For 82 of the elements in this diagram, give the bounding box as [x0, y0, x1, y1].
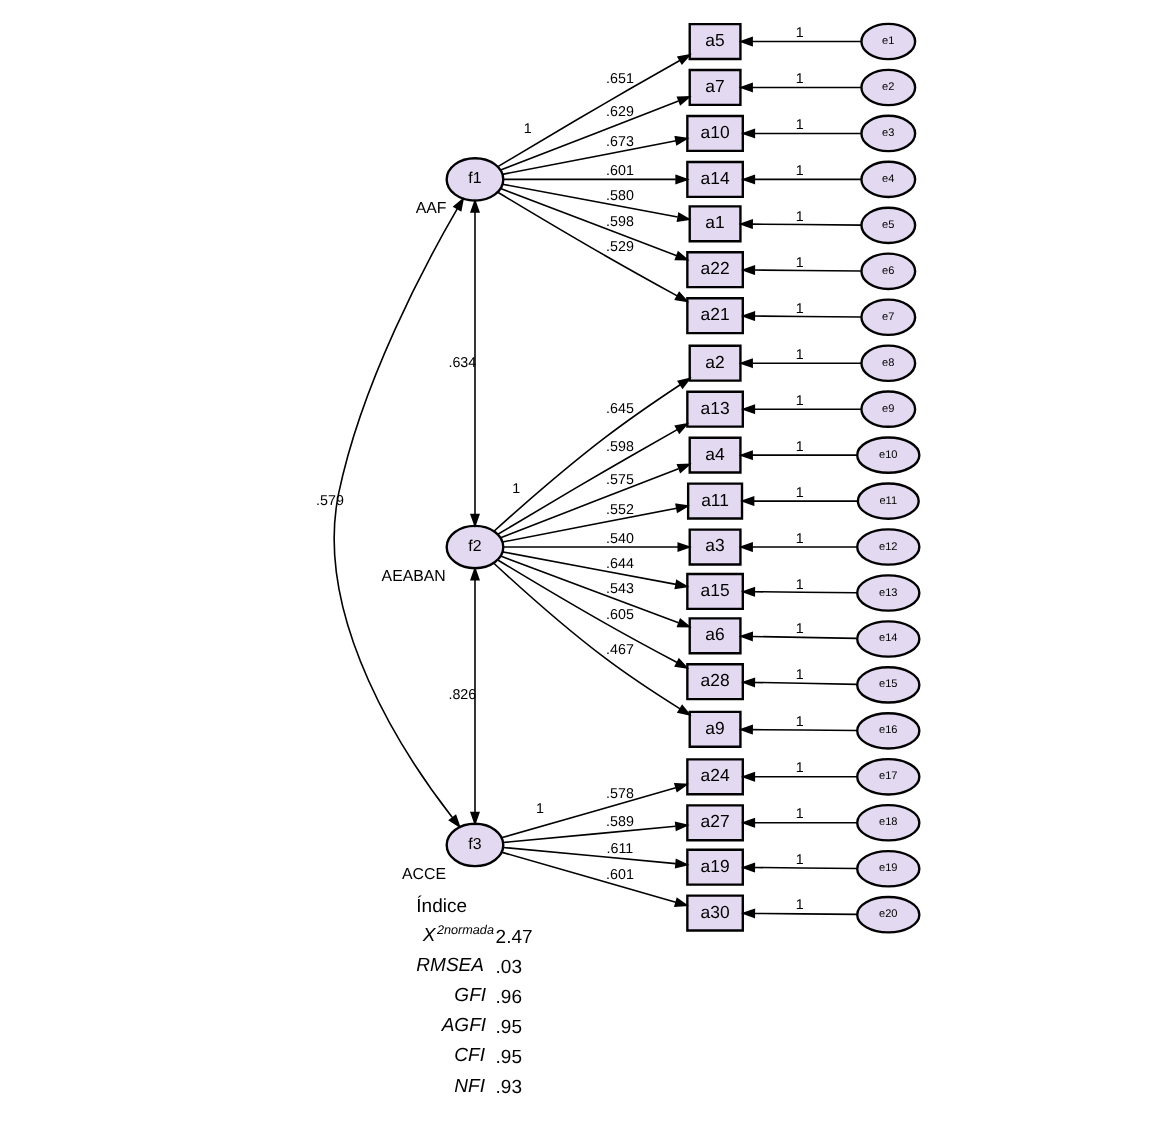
node-box: a15 — [685, 572, 743, 611]
node-box: a4 — [687, 436, 741, 474]
arrow — [498, 555, 691, 628]
arrow — [739, 862, 857, 873]
label: CFI — [453, 1045, 485, 1068]
arrow — [739, 677, 857, 688]
node-label: ACCE — [401, 864, 445, 883]
arrow — [496, 422, 689, 536]
node-box: a2 — [687, 344, 741, 382]
node-box: a11 — [685, 482, 743, 520]
arrow — [737, 724, 857, 735]
arrow — [737, 542, 857, 553]
arrow — [737, 36, 862, 47]
arrow — [501, 846, 689, 869]
arrow — [737, 219, 862, 230]
arrow — [501, 542, 691, 553]
node-ellipse: f1 — [444, 157, 504, 202]
node-box: a1 — [687, 205, 741, 243]
arrow — [498, 187, 689, 261]
arrow — [739, 174, 861, 185]
arrow — [496, 191, 689, 303]
arrow — [499, 851, 689, 907]
node-box: a9 — [687, 710, 741, 748]
node-box: a27 — [685, 804, 743, 842]
arrow — [501, 821, 689, 844]
node-box: a7 — [687, 68, 741, 107]
label: .93 — [494, 1077, 522, 1100]
arrow — [500, 135, 689, 176]
label: .03 — [494, 956, 522, 979]
arrow — [739, 311, 861, 321]
node-box: a30 — [685, 894, 743, 932]
label: RMSEA — [415, 955, 483, 978]
arrow — [498, 463, 691, 539]
arrow — [739, 586, 857, 597]
arrow — [739, 908, 857, 919]
label: 2.47 — [494, 926, 532, 949]
arrow — [739, 265, 861, 276]
label: Índice — [415, 896, 467, 919]
node-box: a21 — [685, 297, 743, 335]
arrow — [469, 566, 479, 826]
arrow — [500, 503, 690, 543]
node-box: a5 — [687, 22, 741, 61]
label: X$^{2normada}$ — [421, 924, 493, 947]
arrow — [739, 771, 857, 782]
node-box: a10 — [685, 114, 743, 153]
node-box: a6 — [687, 617, 741, 655]
label: GFI — [453, 985, 486, 1008]
arrow — [499, 783, 689, 839]
arrow — [469, 198, 479, 529]
arrow — [492, 377, 691, 532]
arrow — [739, 496, 858, 507]
arrow — [737, 82, 862, 93]
node-label: AEABAN — [380, 567, 445, 586]
label: AGFI — [440, 1015, 486, 1038]
node-box: a19 — [685, 848, 743, 886]
node-ellipse: f2 — [444, 524, 504, 570]
arrow — [496, 559, 689, 669]
arrow — [500, 183, 691, 222]
arrow — [500, 551, 689, 590]
arrow — [737, 358, 862, 369]
arrow — [332, 196, 464, 829]
node-label: AAF — [414, 199, 446, 218]
arrow — [496, 53, 691, 168]
label: .96 — [494, 986, 522, 1009]
node-box: a22 — [685, 251, 743, 289]
node-box: a14 — [685, 160, 743, 198]
node-box: a13 — [685, 390, 743, 428]
node-box: a24 — [685, 758, 743, 796]
arrow — [501, 174, 689, 185]
label: .95 — [494, 1047, 522, 1070]
label: NFI — [453, 1075, 485, 1098]
arrow — [739, 817, 857, 828]
arrow — [737, 450, 857, 461]
arrow — [498, 95, 691, 171]
node-box: a28 — [685, 663, 743, 701]
arrow — [739, 128, 861, 139]
arrow — [739, 404, 861, 415]
arrow — [737, 631, 857, 642]
node-box: a3 — [687, 528, 741, 566]
arrow — [492, 562, 691, 717]
label: .95 — [494, 1016, 522, 1039]
node-ellipse: f3 — [444, 822, 504, 868]
